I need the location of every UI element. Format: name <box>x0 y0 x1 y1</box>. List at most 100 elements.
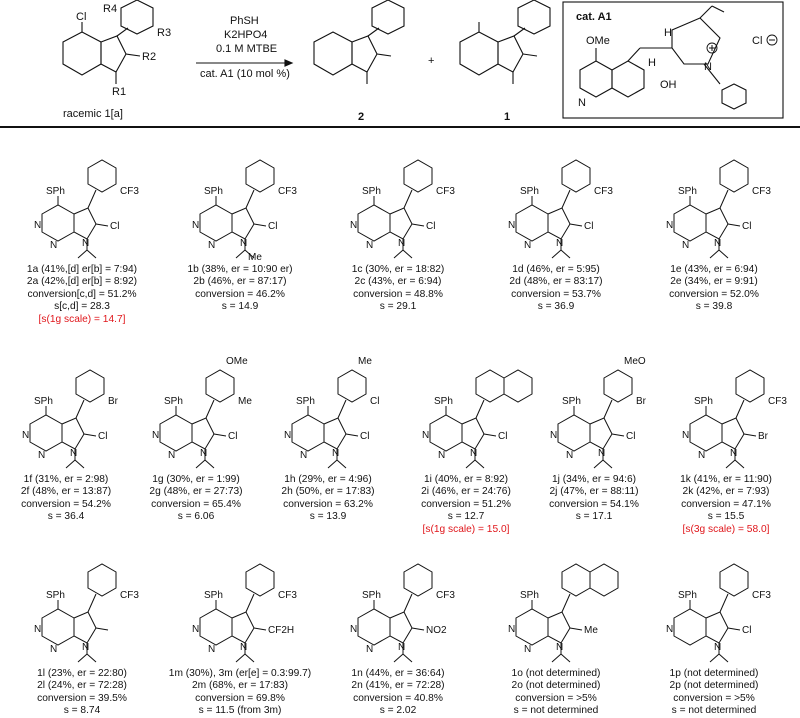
aryl-para-label: OMe <box>226 356 248 367</box>
pyrimidine-n2-label: N <box>38 450 45 461</box>
reagent-2: K2HPO4 <box>224 29 267 41</box>
result-line-1: 1d (46%, er = 5:95) <box>512 264 600 275</box>
result-line-2: 2j (47%, er = 88:11) <box>549 486 639 498</box>
pyrimidine-n2-label: N <box>366 644 373 655</box>
conversion-line: conversion = 53.7% <box>511 288 601 300</box>
conversion-line: conversion = 47.1% <box>681 498 771 510</box>
aryl-ortho-label: CF3 <box>278 186 297 197</box>
selectivity-line: s = 2.02 <box>379 705 417 717</box>
result-line-1: 1m (30%), 3m (er[e] = 0.3:99.7) <box>168 668 312 679</box>
result-line-1: 1k (41%, er = 11:90) <box>680 474 772 485</box>
scheme-r4-label: R4 <box>103 3 117 15</box>
scheme-r2-label: R2 <box>142 51 156 63</box>
result-line-2: 2e (34%, er = 9:91) <box>670 276 758 288</box>
pyrrole-n-label: N <box>240 238 247 249</box>
pyrimidine-n-label: N <box>284 430 291 441</box>
conversion-line: conversion = >5% <box>673 692 755 704</box>
result-line-1: 1f (31%, er = 2:98) <box>23 474 109 485</box>
pyrimidine-n2-label: N <box>438 450 445 461</box>
pyrimidine-n2-label: N <box>682 240 689 251</box>
conversion-line: conversion = 51.2% <box>421 498 511 510</box>
c6-substituent-label: Cl <box>228 431 237 442</box>
selectivity-line: s = 29.1 <box>379 301 417 313</box>
selectivity-line: s = 36.9 <box>537 301 575 313</box>
sulfanyl-label: SPh <box>204 590 223 601</box>
chloride-minus-icon <box>766 34 778 46</box>
result-line-1: 1j (34%, er = 94:6) <box>551 474 637 485</box>
sulfanyl-label: SPh <box>520 186 539 197</box>
c6-substituent-label: Cl <box>360 431 369 442</box>
product-2-label: 2 <box>358 111 364 123</box>
pyrimidine-n2-label: N <box>566 450 573 461</box>
pyrimidine-n-label: N <box>350 624 357 635</box>
sulfanyl-label: SPh <box>204 186 223 197</box>
catalyst-h-2: H <box>648 57 656 69</box>
c6-substituent-label: Cl <box>626 431 635 442</box>
conversion-line: conversion[c,d] = 51.2% <box>27 288 137 300</box>
result-line-2: 2b (46%, er = 87:17) <box>193 276 287 288</box>
pyrrole-n-label: N <box>70 448 77 459</box>
pyrimidine-n-label: N <box>422 430 429 441</box>
result-line-2: 2f (48%, er = 13:87) <box>20 486 112 498</box>
selectivity-line: s = 39.8 <box>695 301 733 313</box>
scale-note: [s(1g scale) = 15.0] <box>422 523 510 535</box>
scale-note: [s(1g scale) = 14.7] <box>38 313 126 325</box>
aryl-ortho-label: CF3 <box>752 590 771 601</box>
reagent-1: PhSH <box>230 15 259 27</box>
pyrimidine-n-label: N <box>34 220 41 231</box>
aryl-ortho-label: CF3 <box>120 590 139 601</box>
plus-sign: + <box>428 55 434 67</box>
ammonium-plus-icon <box>706 42 718 54</box>
catalyst-methoxy: OMe <box>586 35 610 47</box>
scheme-r3-label: R3 <box>157 27 171 39</box>
c6-substituent-label: CF2H <box>268 625 294 636</box>
catalyst-n-quinoline: N <box>578 97 586 109</box>
result-line-2: 2a (42%,[d] er[b] = 8:92) <box>26 276 138 288</box>
selectivity-line: s = 14.9 <box>221 301 259 313</box>
scale-note: [s(3g scale) = 58.0] <box>682 523 770 535</box>
aryl-ortho-label: Cl <box>370 396 379 407</box>
aryl-ortho-label: CF3 <box>768 396 787 407</box>
pyrimidine-n-label: N <box>34 624 41 635</box>
c6-substituent-label: Br <box>758 431 769 442</box>
result-line-2: 2i (46%, er = 24:76) <box>421 486 511 498</box>
result-line-2: 2d (48%, er = 83:17) <box>509 276 603 288</box>
result-line-1: 1c (30%, er = 18:82) <box>351 264 445 275</box>
sulfanyl-label: SPh <box>164 396 183 407</box>
pyrimidine-n-label: N <box>192 624 199 635</box>
pyrimidine-n2-label: N <box>524 644 531 655</box>
pyrimidine-n-label: N <box>550 430 557 441</box>
selectivity-line: s[c,d] = 28.3 <box>54 301 110 313</box>
selectivity-line: s = 36.4 <box>47 511 85 523</box>
pyrrole-n-label: N <box>200 448 207 459</box>
sulfanyl-label: SPh <box>434 396 453 407</box>
pyrrole-n-label: N <box>398 238 405 249</box>
selectivity-line: s = not determined <box>513 705 599 717</box>
sulfanyl-label: SPh <box>562 396 581 407</box>
pyrimidine-n-label: N <box>192 220 199 231</box>
aryl-ortho-label: Me <box>238 396 252 407</box>
aryl-para-label: Me <box>358 356 372 367</box>
pyrimidine-n-label: N <box>508 624 515 635</box>
result-line-1: 1b (38%, er = 10:90 er) <box>187 264 293 275</box>
selectivity-line: s = not determined <box>671 705 757 717</box>
pyrimidine-n-label: N <box>350 220 357 231</box>
selectivity-line: s = 8.74 <box>63 705 101 717</box>
pyrimidine-n2-label: N <box>366 240 373 251</box>
